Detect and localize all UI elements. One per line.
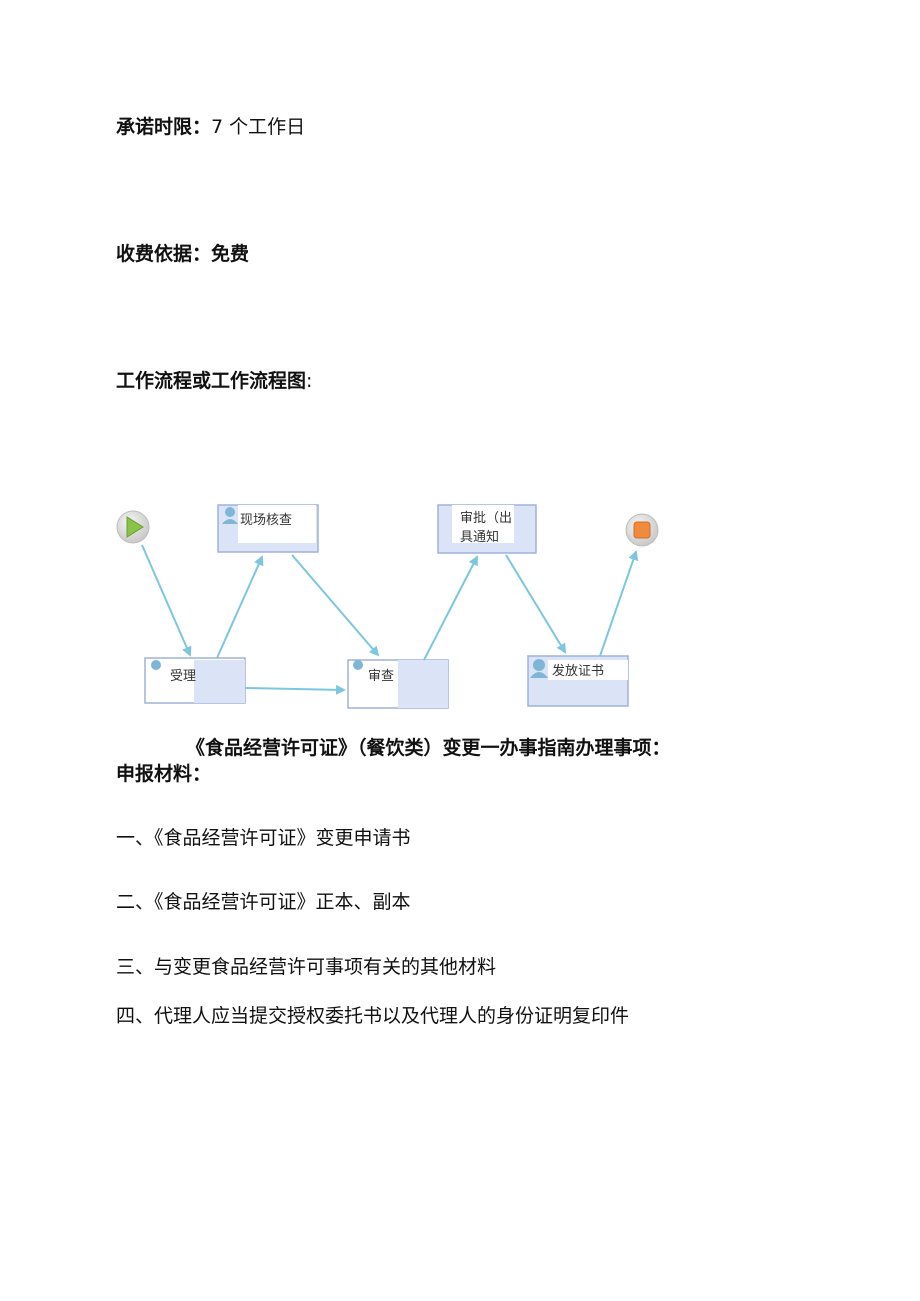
node-site-check-label: 现场核查 (240, 513, 292, 528)
material-item-1: 一、《食品经营许可证》变更申请书 (116, 827, 411, 849)
promise-label: 承诺时限： (116, 116, 212, 138)
promise-line: 承诺时限：7 个工作日 (116, 115, 305, 139)
workflow-heading: 工作流程或工作流程图: (116, 369, 312, 393)
node-approve-label-2: 具通知 (460, 529, 499, 545)
node-approve: 审批（出 具通知 (437, 504, 537, 554)
person-icon (530, 659, 548, 678)
diagram-caption: 《食品经营许可证》（餐饮类）变更一办事指南办理事项： (186, 737, 671, 759)
promise-value: 7 个工作日 (211, 116, 306, 138)
workflow-arrows (141, 544, 639, 695)
materials-heading: 申报材料： (116, 763, 212, 785)
material-item-2: 二、《食品经营许可证》正本、副本 (116, 891, 411, 913)
stop-icon (633, 521, 651, 539)
node-approve-label-1: 审批（出 (460, 511, 512, 526)
fee-line: 收费依据：免费 (116, 242, 249, 266)
node-accept: 受理 (144, 657, 246, 704)
material-item-3: 三、与变更食品经营许可事项有关的其他材料 (116, 956, 497, 978)
node-review: 审查 (347, 659, 449, 709)
fee-value: 免费 (211, 243, 250, 265)
fee-label: 收费依据： (116, 243, 212, 265)
workflow-diagram: 受理 现场核查 审查 审批（出 具通知 发放证书 (116, 504, 659, 709)
node-issue-label: 发放证书 (552, 663, 604, 679)
play-icon (126, 516, 144, 538)
material-item-4: 四、代理人应当提交授权委托书以及代理人的身份证明复印件 (116, 1005, 630, 1027)
node-site-check: 现场核查 (217, 504, 319, 553)
workflow-heading-colon: : (306, 370, 313, 392)
end-node (625, 513, 659, 547)
start-node (116, 510, 150, 544)
node-review-label: 审查 (368, 669, 394, 684)
workflow-heading-text: 工作流程或工作流程图 (116, 370, 307, 392)
node-issue: 发放证书 (527, 655, 629, 707)
person-icon (151, 660, 161, 670)
person-icon (353, 660, 363, 670)
person-icon (222, 507, 238, 524)
node-accept-label: 受理 (170, 669, 196, 684)
